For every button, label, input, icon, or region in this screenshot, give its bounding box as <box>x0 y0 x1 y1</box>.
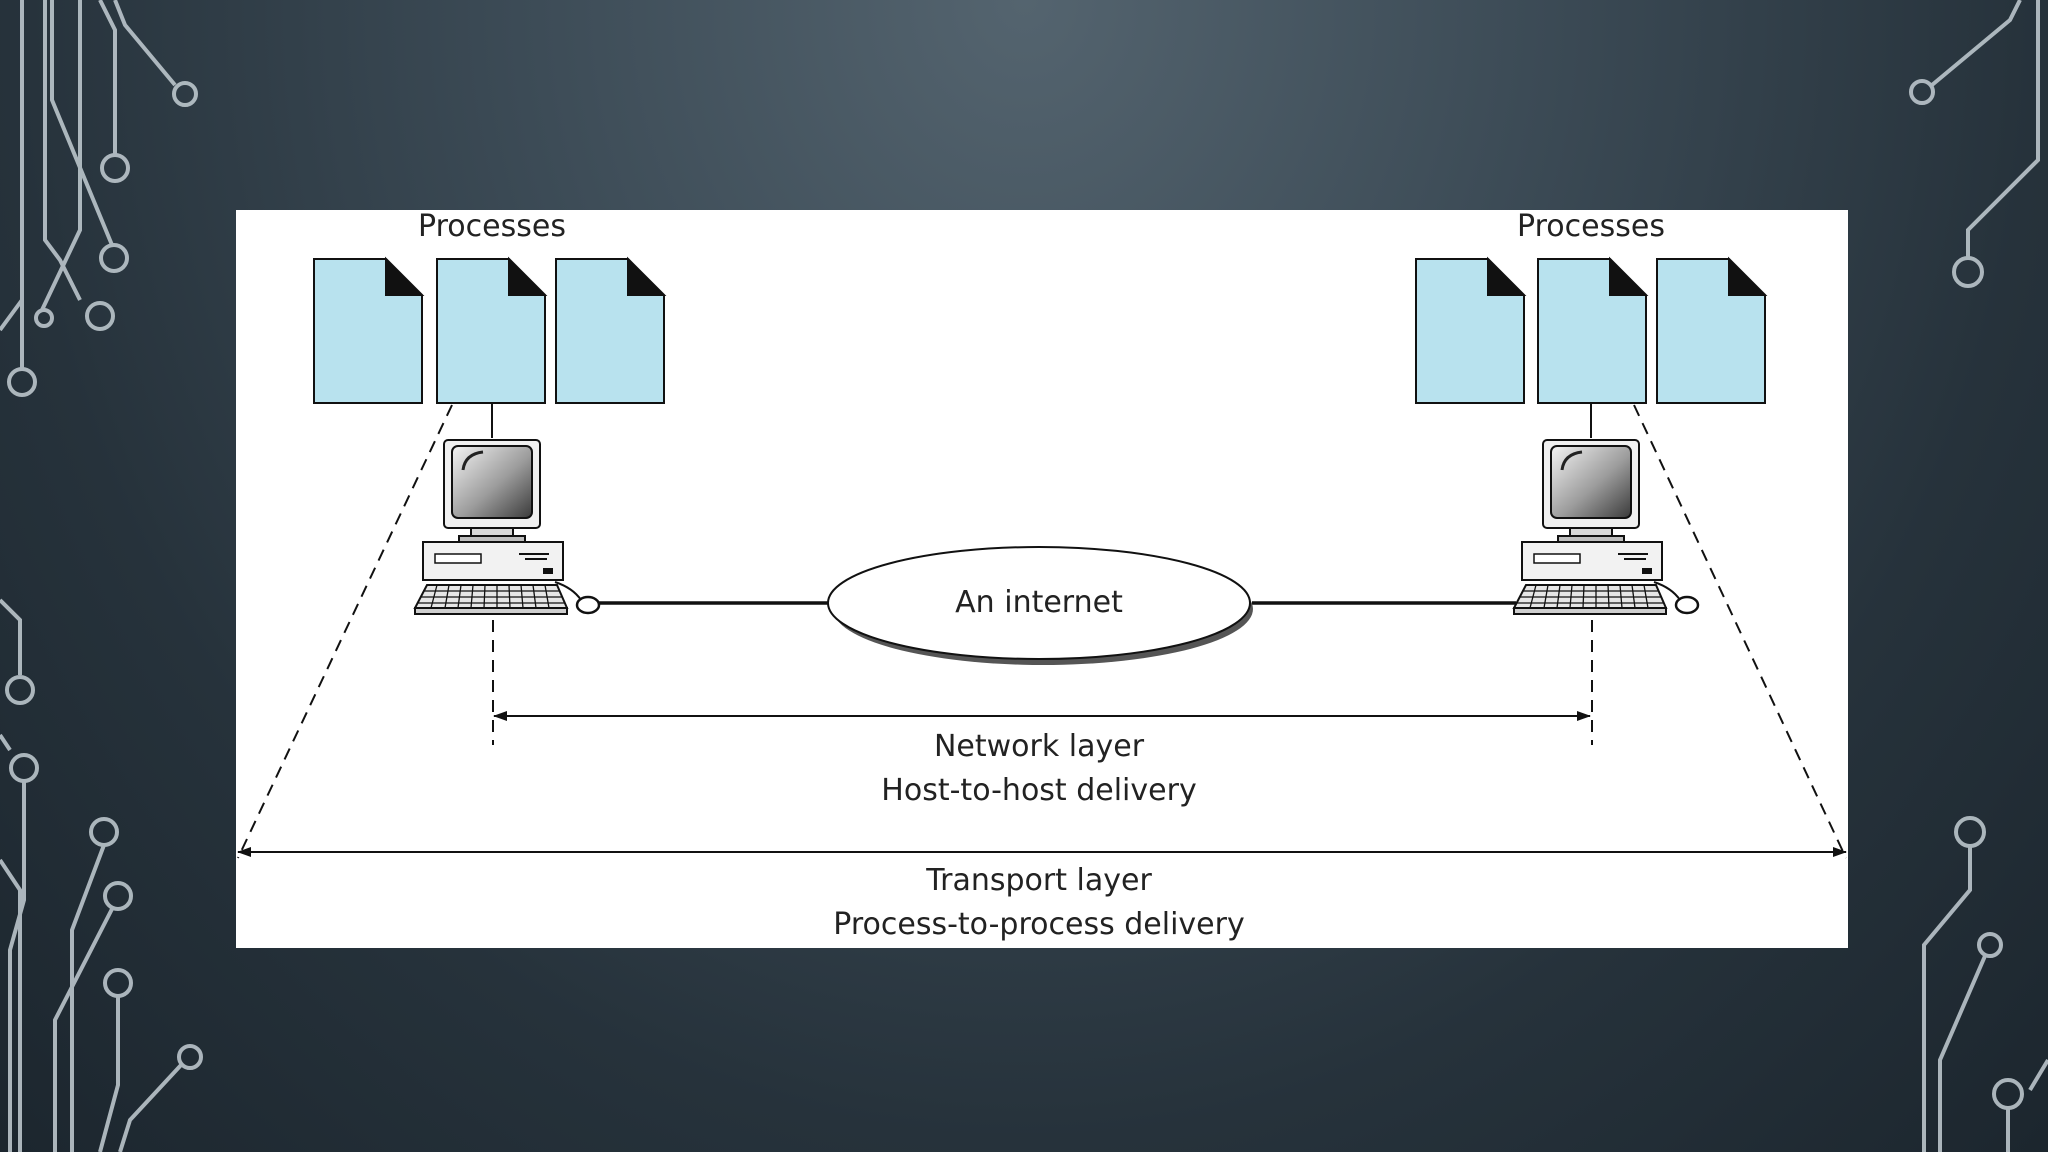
right-host-computer <box>1512 438 1700 616</box>
transport-layer-diagram <box>237 258 1847 859</box>
right-process-doc-2 <box>1538 259 1646 403</box>
left-processes-label: Processes <box>418 209 566 244</box>
right-processes-label: Processes <box>1517 209 1665 244</box>
left-process-doc-1 <box>314 259 422 403</box>
right-process-doc-3 <box>1657 259 1765 403</box>
diagram-panel: Processes Processes An internet Network … <box>236 210 1848 948</box>
left-process-doc-3 <box>556 259 664 403</box>
network-layer-description: Host-to-host delivery <box>881 773 1197 808</box>
right-process-doc-1 <box>1416 259 1524 403</box>
network-layer-label: Network layer <box>933 729 1145 764</box>
transport-layer-label: Transport layer <box>926 863 1152 898</box>
internet-cloud <box>827 546 1251 660</box>
left-host-computer <box>413 438 601 616</box>
left-process-doc-2 <box>437 259 545 403</box>
transport-layer-description: Process-to-process delivery <box>833 907 1245 942</box>
internet-label: An internet <box>955 585 1123 620</box>
